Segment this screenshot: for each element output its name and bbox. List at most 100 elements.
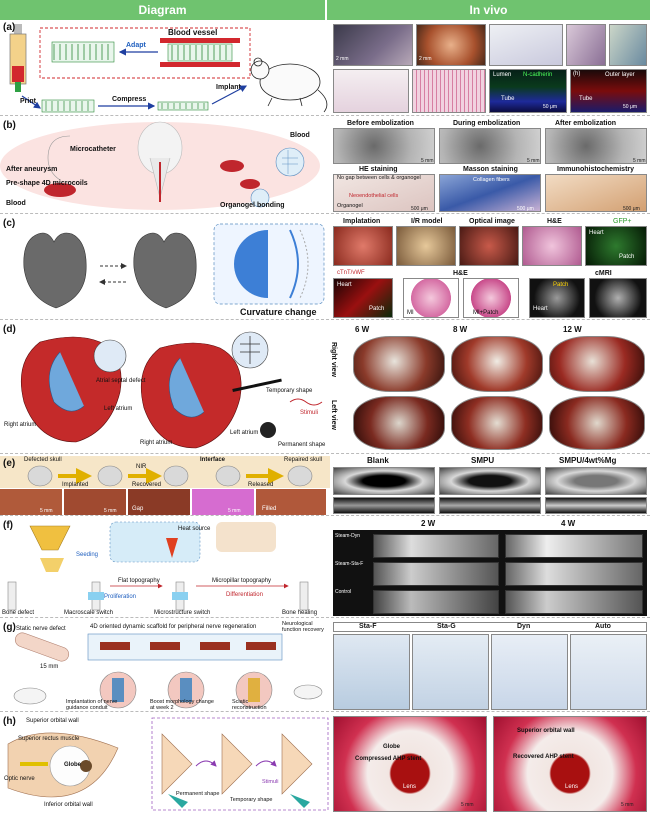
tube-label: Tube [579, 96, 593, 102]
scalebar-label: 5 mm [621, 802, 634, 808]
blood-vessel-label: Blood vessel [168, 28, 218, 37]
he-stain-image [333, 174, 435, 212]
before-embolization-label: Before embolization [347, 120, 414, 127]
panel-b: (b) Microcatheter After aneurysm Pre-sha… [0, 118, 650, 214]
panel-a-label: (a) [3, 22, 16, 33]
head-profile-icon [47, 135, 71, 192]
ctnt-photo [333, 278, 393, 318]
week-4-label: 4 W [561, 519, 576, 528]
he2-label: H&E [453, 270, 468, 277]
panel-a-diagram-svg [9, 24, 328, 113]
microct-image [373, 562, 499, 586]
histology-2 [566, 24, 606, 66]
step-sciatic-label: Sciatic reconstruction [232, 699, 267, 711]
scalebar-label: 50 μm [543, 104, 557, 110]
panel-d: (d) Atrial septal defect Right atrium Le… [0, 322, 650, 454]
temporary-shape-label: Temporary shape [266, 388, 313, 394]
ctnt-vwf-label: cTnT/vWF [337, 270, 365, 276]
panel-b-photos: Before embolization During embolization … [333, 118, 647, 213]
h-tag-label: (h) [573, 71, 581, 77]
panel-d-label: (d) [3, 324, 16, 335]
fluorescence-2 [570, 69, 647, 113]
panel-g-label: (g) [3, 622, 16, 633]
lens-label: Lens [403, 784, 417, 790]
right-view-label: Right view [330, 342, 337, 378]
released-label: Released [248, 482, 274, 488]
step-boost-label: Boost morphology change at week 2 [150, 699, 214, 711]
preshape-label: Pre-shape 4D microcoils [6, 180, 88, 187]
column-label: Dyn [517, 623, 531, 630]
panel-e: (e) Defected skull [0, 456, 650, 516]
heart-photo-8w-left [451, 396, 543, 450]
implantation-label: Implatation [343, 218, 381, 225]
scalebar-label: 5 mm [104, 508, 117, 514]
right-atrium-label: Right atrium [4, 422, 37, 428]
nerve-stain-image [333, 634, 410, 710]
ct-smpu-side [439, 497, 541, 514]
inferior-orbital-wall-label: Inferior orbital wall [44, 802, 93, 808]
ct-smpu-top [439, 467, 541, 495]
row-label: Control [335, 589, 352, 595]
ct-blank-top [333, 467, 435, 495]
gfp-label: GFP+ [613, 218, 632, 225]
week-2-label: 2 W [421, 519, 436, 528]
microct-image [505, 534, 643, 558]
microct-image [505, 590, 643, 614]
after-aneurysm-label: After aneurysm [6, 166, 58, 173]
heart-photo-6w-left [353, 396, 445, 450]
panel-g-diagram-svg [13, 632, 323, 709]
blood-label: Blood [6, 200, 26, 207]
heart-label: Heart [589, 230, 604, 236]
panel-h-diagram-svg [7, 717, 329, 811]
superior-orbital-wall-label: Superior orbital wall [26, 718, 79, 724]
ihc-label: Immunohistochemistry [557, 166, 635, 173]
no-gap-label: No gap between cells & organogel [337, 175, 421, 181]
implant-label: Implant [216, 84, 241, 91]
microct-image [505, 562, 643, 586]
step-implantation-label: Implantation of nerve guidance conduit [66, 699, 118, 711]
vessel-photo-2 [416, 24, 486, 66]
microstructure-switch-label: Microstructure switch [154, 610, 211, 616]
fluorescence-1 [489, 69, 567, 113]
ihc-image [545, 174, 647, 212]
smpu-mg-label: SMPU/4wt%Mg [559, 456, 617, 465]
interface-label: Interface [200, 457, 226, 463]
cmri-label: cMRI [595, 270, 612, 277]
permanent-shape-label: Permanent shape [278, 442, 326, 448]
outer-layer-label: Outer layer [605, 72, 635, 78]
ct-smpu-mg-side [545, 497, 647, 514]
ct-smpu-mg-top [545, 467, 647, 495]
microcatheter-label: Microcatheter [70, 146, 116, 153]
he-photo [522, 226, 582, 266]
after-embolization-label: After embolization [555, 120, 617, 127]
heart-photo-12w-left [549, 396, 645, 450]
optic-nerve-label: Optic nerve [4, 776, 35, 782]
column-label: Sta-F [359, 623, 377, 630]
optical-photo [459, 226, 519, 266]
scalebar-label: 5 mm [228, 508, 241, 514]
column-header-strip [333, 622, 647, 632]
masson-staining-label: Masson staining [463, 166, 518, 173]
orbit-photo-recovered [493, 716, 647, 812]
left-atrium-label: Left atrium [230, 430, 259, 436]
he-staining-label: HE staining [359, 166, 398, 173]
gap-label: Gap [132, 506, 144, 512]
collagen-label: Collagen fibers [473, 177, 510, 183]
heart-photo-6w-right [353, 336, 445, 392]
mi-label: MI [407, 310, 414, 316]
nerve-stain-image [491, 634, 568, 710]
recovered-stent-label: Recovered AHP stent [513, 754, 574, 760]
n-cadherin-label: N-cadherin [523, 72, 553, 78]
column-label: Auto [595, 623, 611, 630]
angiography-before [333, 128, 435, 164]
panel-h-diagram: Superior orbital wall Superior rectus mu… [0, 714, 330, 814]
superior-orbital-wall-label: Superior orbital wall [517, 728, 575, 734]
superior-rectus-label: Superior rectus muscle [18, 736, 80, 742]
cmri-photo-2 [589, 278, 647, 318]
rat-icon [13, 684, 323, 705]
orbit-photo-compressed [333, 716, 487, 812]
filled-label: Filled [262, 506, 277, 512]
scalebar-label: 500 μm [623, 206, 640, 212]
microct-image [373, 590, 499, 614]
patch-label: Patch [553, 282, 569, 288]
